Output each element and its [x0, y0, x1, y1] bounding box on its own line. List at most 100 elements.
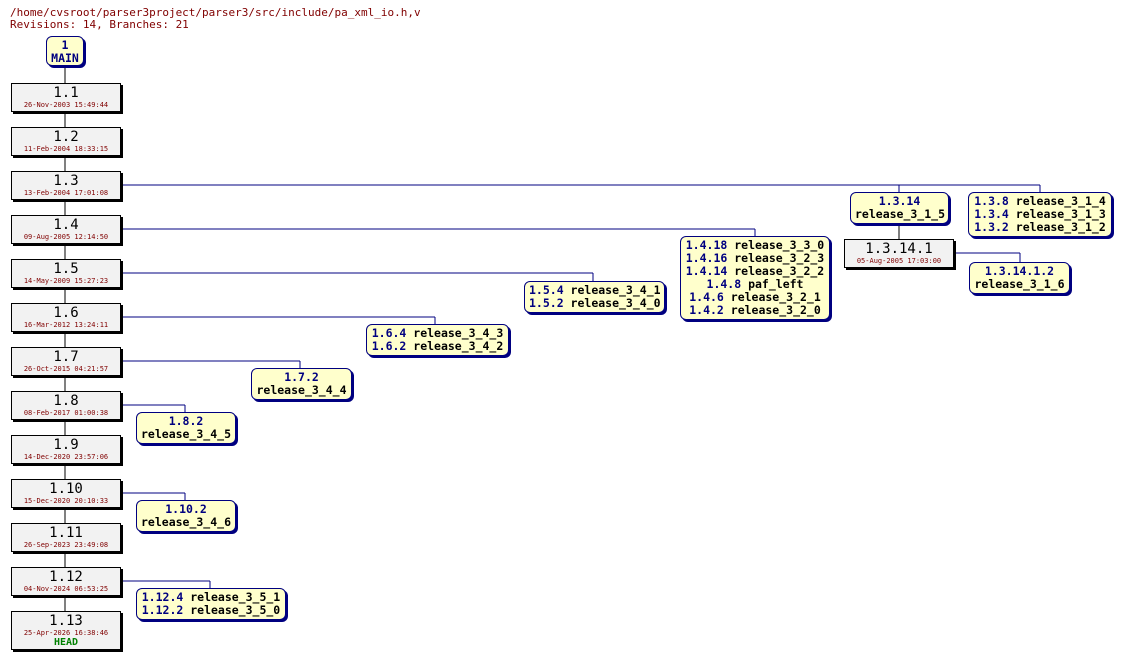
revision-count: Revisions: 14, Branches: 21: [10, 18, 189, 31]
revision-number: 1.13: [49, 613, 83, 629]
branch-revision: 1.3.14.1.2: [984, 264, 1055, 278]
revision-number: 1.9: [53, 437, 79, 453]
branch-tag-name: release_3_2_0: [723, 303, 821, 317]
branch-tag-name: release_3_1_5: [855, 207, 946, 221]
revision-date: 14-May-2009 15:27:23: [23, 277, 109, 285]
branch-tag-name: release_3_4_2: [406, 339, 504, 353]
branch-line: 1.3.14: [855, 195, 944, 208]
branch-line: 1.12.2 release_3_5_0: [141, 604, 281, 617]
branch-line: 1.4.8 paf_left: [685, 278, 825, 291]
branch-revision: 1.3.4: [974, 207, 1009, 221]
branch-revision: 1.5.4: [529, 283, 564, 297]
branch-revision: 1.3.2: [974, 220, 1009, 234]
branch-line: 1.4.2 release_3_2_0: [685, 304, 825, 317]
revision-number: 1.11: [49, 525, 83, 541]
revision-number: 1.1: [53, 85, 79, 101]
branch-revision: 1.4.6: [689, 290, 724, 304]
revision-date: 16-Mar-2012 13:24:11: [23, 321, 109, 329]
branch-revision: 1.4.2: [689, 303, 724, 317]
branch-revision: 1.10.2: [165, 502, 207, 516]
branch-revision: 1.3.8: [974, 194, 1009, 208]
revision-date: 11-Feb-2004 18:33:15: [23, 145, 109, 153]
branch-tag-name: release_3_4_1: [563, 283, 661, 297]
revision-number: 1.3: [53, 173, 79, 189]
revision-date: 26-Oct-2015 04:21:57: [23, 365, 109, 373]
branch-line: 1.3.2 release_3_1_2: [973, 221, 1107, 234]
branch-line: release_3_1_5: [855, 207, 946, 221]
branch-tag-name: release_3_4_5: [141, 427, 232, 441]
branch-line: release_3_4_5: [141, 428, 231, 441]
branch-tag-name: release_3_4_0: [563, 296, 661, 310]
revision-date: 26-Sep-2023 23:49:08: [23, 541, 109, 549]
branch-revision: 1.4.8: [706, 277, 742, 291]
branch-revision: 1.4.18: [685, 238, 728, 252]
branch-tag-name: paf_left: [741, 277, 804, 291]
revision-date: 14-Dec-2020 23:57:06: [23, 453, 109, 461]
branch-line: release_3_1_6: [974, 278, 1065, 291]
branch-tag-name: release_3_4_6: [141, 515, 232, 529]
file-path: /home/cvsroot/parser3project/parser3/src…: [10, 6, 421, 19]
revision-number: 1.3.14.1: [865, 241, 933, 257]
branch-line: 1.7.2: [256, 371, 347, 384]
branch-line: release_3_4_6: [141, 516, 231, 529]
root-num: 1: [61, 38, 69, 52]
branch-tag-name: release_3_3_0: [727, 238, 825, 252]
branch-revision: 1.5.2: [529, 296, 564, 310]
branch-tag-name: release_3_2_3: [727, 251, 825, 265]
branch-revision: 1.4.16: [685, 251, 728, 265]
branch-line: 1.4.6 release_3_2_1: [685, 291, 825, 304]
revision-date: 04-Nov-2024 06:53:25: [23, 585, 109, 593]
revision-number: 1.5: [53, 261, 79, 277]
revision-date: 05-Aug-2005 17:03:00: [856, 257, 942, 265]
branch-line: 1.6.2 release_3_4_2: [371, 340, 504, 353]
branch-tag-name: release_3_4_4: [256, 383, 347, 397]
branch-line: 1.4.14 release_3_2_2: [685, 265, 825, 278]
branch-revision: 1.7.2: [284, 370, 319, 384]
branch-line: 1.5.4 release_3_4_1: [529, 283, 661, 297]
branch-tag-name: release_3_1_6: [974, 277, 1065, 291]
revision-number: 1.12: [49, 569, 83, 585]
branch-line: 1.3.8 release_3_1_4: [973, 195, 1107, 208]
branch-tag-name: release_3_2_1: [723, 290, 821, 304]
branch-line: 1.8.2: [141, 415, 231, 428]
branch-revision: 1.8.2: [168, 414, 204, 428]
branch-line: 1.3.14.1.2: [974, 265, 1065, 278]
branch-tag-name: release_3_1_2: [1008, 220, 1106, 234]
branch-line: 1.5.2 release_3_4_0: [529, 296, 661, 310]
revision-number: 1.2: [53, 129, 79, 145]
revision-date: 25-Apr-2026 16:38:46: [23, 629, 109, 637]
branch-line: 1.10.2: [141, 503, 231, 516]
branch-revision: 1.6.2: [371, 339, 407, 353]
revision-number: 1.4: [53, 217, 79, 233]
branch-line: 1.4.18 release_3_3_0: [685, 239, 825, 252]
revision-date: 26-Nov-2003 15:49:44: [23, 101, 109, 109]
branch-tag-name: release_3_5_0: [183, 603, 281, 617]
revision-number: 1.8: [53, 393, 79, 409]
revision-date: 09-Aug-2005 12:14:50: [23, 233, 109, 241]
